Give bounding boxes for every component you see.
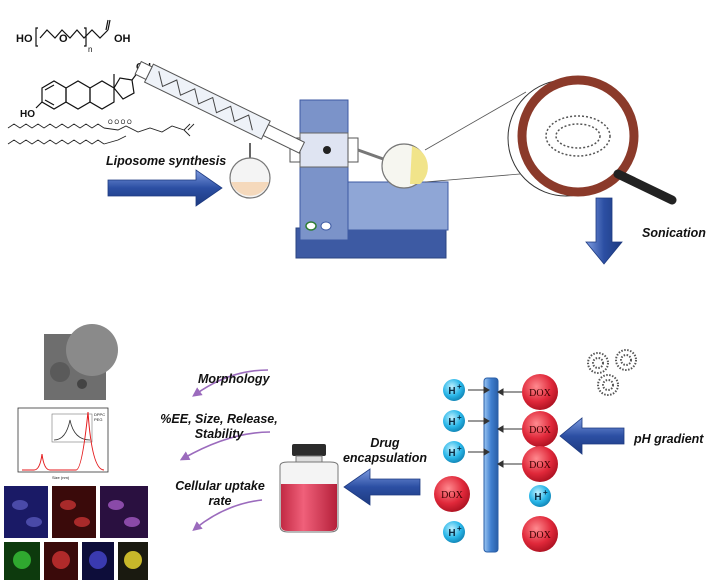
svg-text:+: + [457,444,462,453]
peg-acid-structure [35,19,111,47]
liposome-synthesis-arrow [107,169,223,207]
svg-text:H: H [534,492,541,503]
vial [279,444,339,533]
peg-oh-text: OH [114,33,131,45]
ee-line1: %EE, Size, Release, [160,412,278,426]
svg-text:DOX: DOX [529,425,551,436]
liposome-synthesis-label: Liposome synthesis [106,154,227,168]
transport-arrows [468,386,522,468]
uptake-line1: Cellular uptake [175,479,265,493]
size-distribution-chart: DPPC PEG Size (nm) [17,407,109,480]
uptake-line2: rate [208,494,232,508]
steroid-structure [35,71,139,110]
membrane-bar [483,377,499,553]
proton-labels: H H H H H [448,386,541,539]
magnifier-glass [507,75,677,205]
dox-circles [434,374,558,552]
svg-text:H: H [448,417,455,428]
cell-uptake-images-row1 [4,486,148,538]
dox-labels: DOX DOX DOX DOX DOX [441,388,551,541]
magnifier-zoom-lines [424,91,527,183]
svg-text:+: + [457,524,462,533]
rotary-evaporator [134,60,449,259]
cellular-uptake-label: Cellular uptake rate [166,479,274,509]
phospholipid-labels: O O O O [108,120,132,126]
purple-feedback-arrows [179,369,271,531]
steroid-ho-bottom: HO [20,109,35,120]
peg-n-text: n [88,45,92,54]
size-legend-2: PEG [94,417,102,422]
tem-image [44,324,118,400]
svg-text:DOX: DOX [529,388,551,399]
peg-o-text: O [59,33,68,45]
ee-line2: Stability [194,427,244,441]
svg-text:+: + [457,413,462,422]
svg-text:+: + [543,488,548,497]
size-xlabel: Size (nm) [52,475,70,480]
proton-circles [443,379,551,543]
ph-gradient-label: pH gradient [634,432,704,446]
svg-text:DOX: DOX [529,460,551,471]
svg-text:+: + [457,382,462,391]
svg-text:DOX: DOX [529,530,551,541]
cell-uptake-images-row2 [4,542,148,580]
svg-text:H: H [448,386,455,397]
liposome-cluster [587,349,637,396]
morphology-label: Morphology [198,372,270,386]
svg-text:DOX: DOX [441,490,463,501]
drug-encapsulation-line2: encapsulation [342,451,428,465]
peg-ho-text: HO [16,33,33,45]
drug-encapsulation-line1: Drug [370,436,400,450]
drug-encapsulation-arrow [343,468,421,506]
sonication-label: Sonication [642,226,706,240]
ee-size-release-label: %EE, Size, Release, Stability [154,412,284,442]
phospholipid-structure [7,123,195,145]
proton-charge-labels: + + + + + [457,382,548,533]
ph-gradient-arrow [559,417,625,455]
svg-text:H: H [448,448,455,459]
size-legend-1: DPPC [94,412,105,417]
svg-text:H: H [448,528,455,539]
drug-encapsulation-label: Drug encapsulation [330,436,440,466]
sonication-arrow [585,197,623,265]
